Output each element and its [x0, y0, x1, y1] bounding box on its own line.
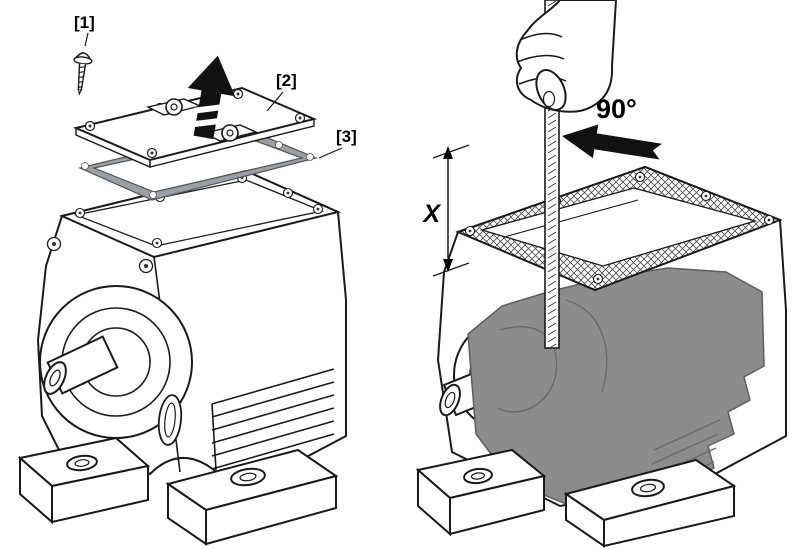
- drain-loop: [157, 394, 183, 446]
- hand: [515, 0, 618, 113]
- callout-1-leader: [84, 32, 89, 47]
- panel-cover-removal: [1] [2] [3]: [17, 13, 357, 546]
- dimension-x-label: X: [421, 200, 441, 228]
- angle-90-label: 90°: [596, 94, 637, 124]
- cooling-ribs: [211, 368, 335, 471]
- mounting-foot-left: [17, 436, 151, 525]
- panel-oil-level-measurement: 90° X: [415, 0, 787, 548]
- screw: [73, 52, 93, 96]
- mounting-foot-right-right-unit: [563, 458, 737, 548]
- callout-3-leader: [318, 147, 343, 159]
- gearbox-housing-left: [17, 169, 347, 546]
- removal-arrow: [187, 55, 236, 140]
- callout-1-label: [1]: [74, 13, 95, 32]
- callout-2-leader: [266, 91, 284, 112]
- callout-3-label: [3]: [336, 127, 357, 146]
- dimension-x: X: [421, 144, 470, 277]
- angle-90-arrow: [562, 124, 663, 160]
- callout-2-label: [2]: [276, 71, 297, 90]
- mounting-foot-right: [165, 448, 339, 546]
- mounting-foot-left-right-unit: [415, 448, 547, 537]
- thumbnail: [542, 90, 556, 108]
